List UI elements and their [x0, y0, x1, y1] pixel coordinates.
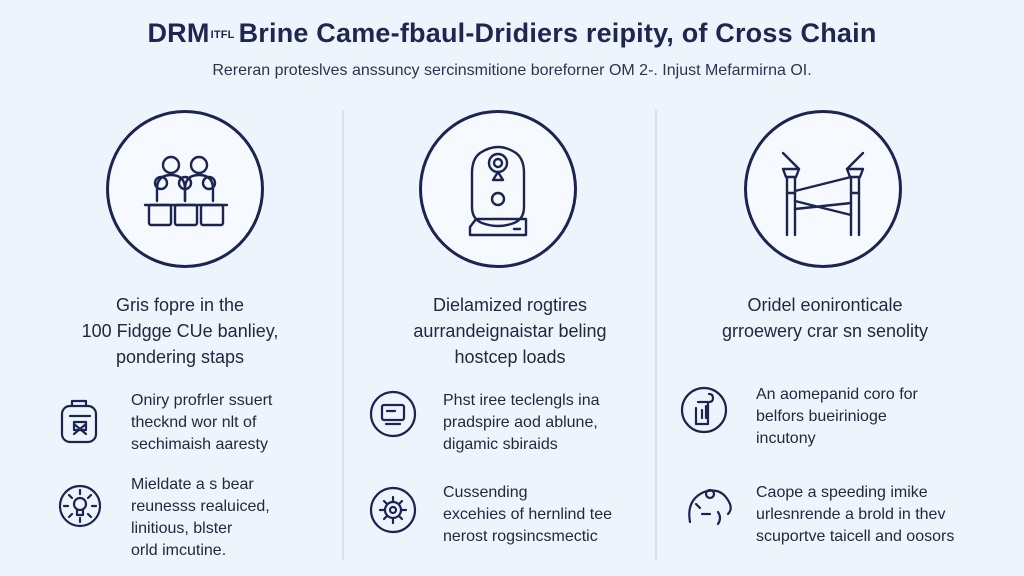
list-item: Cussending excehies of hernlind tee nero… [345, 474, 675, 554]
item-text: Phst iree teclengls ina pradspire aod ab… [443, 392, 600, 453]
column-heading: Gris fopre in the 100 Fidgge CUe banliey… [15, 292, 345, 370]
column-device: Dielamized rogtires aurrandeignaistar be… [345, 0, 675, 576]
column-heading: Oridel eonironticale grroewery crar sn s… [660, 292, 990, 344]
heading-line: hostcep loads [454, 347, 566, 367]
backpack-icon [52, 392, 108, 448]
head-gear-icon [678, 478, 734, 534]
list-item: Oniry profrler ssuert thecknd wor nlt of… [15, 386, 345, 466]
column-team: Gris fopre in the 100 Fidgge CUe banliey… [15, 0, 345, 576]
page-subtitle: Rereran proteslves anssuncy sercinsmitio… [212, 62, 812, 79]
bridge-icon [744, 110, 902, 268]
lightbulb-gear-icon [52, 478, 108, 534]
heading-line: pondering staps [115, 347, 245, 367]
device-key-icon [419, 110, 577, 268]
list-item: Mieldate a s bear reunesss realuiced, li… [15, 474, 345, 559]
heading-line: Dielamized rogtires [432, 295, 588, 315]
column-divider [655, 110, 657, 560]
item-text: Oniry profrler ssuert thecknd wor nlt of… [131, 392, 273, 453]
heading-line: Gris fopre in the [115, 295, 245, 315]
team-people-icon [106, 110, 264, 268]
title-tiny-text: ITFL [210, 28, 235, 41]
item-text: Cussending excehies of hernlind tee nero… [443, 484, 612, 545]
heading-line: grroewery crar sn senolity [721, 321, 929, 341]
column-bridge: Oridel eonironticale grroewery crar sn s… [660, 0, 990, 576]
item-text: Caope a speeding imike urlesnrende a bro… [756, 484, 955, 545]
heading-line: Oridel eonironticale [747, 295, 903, 315]
title-prefix: DRM [147, 18, 210, 48]
monitor-icon [365, 386, 421, 442]
list-item: An aomepanid coro for belfors bueiriniog… [660, 378, 990, 458]
list-item: Phst iree teclengls ina pradspire aod ab… [345, 386, 675, 466]
column-divider [342, 110, 344, 560]
gear-circle-icon [365, 482, 421, 538]
list-item: Caope a speeding imike urlesnrende a bro… [660, 476, 990, 556]
heading-line: 100 Fidgge CUe banliey, [81, 321, 279, 341]
document-money-icon [676, 382, 732, 438]
heading-line: aurrandeignaistar beling [413, 321, 607, 341]
column-heading: Dielamized rogtires aurrandeignaistar be… [345, 292, 675, 370]
item-text: An aomepanid coro for belfors bueiriniog… [756, 386, 918, 447]
title-main: Brine Came-fbaul-Dridiers reipity, of Cr… [238, 18, 877, 48]
item-text: Mieldate a s bear reunesss realuiced, li… [131, 476, 270, 559]
